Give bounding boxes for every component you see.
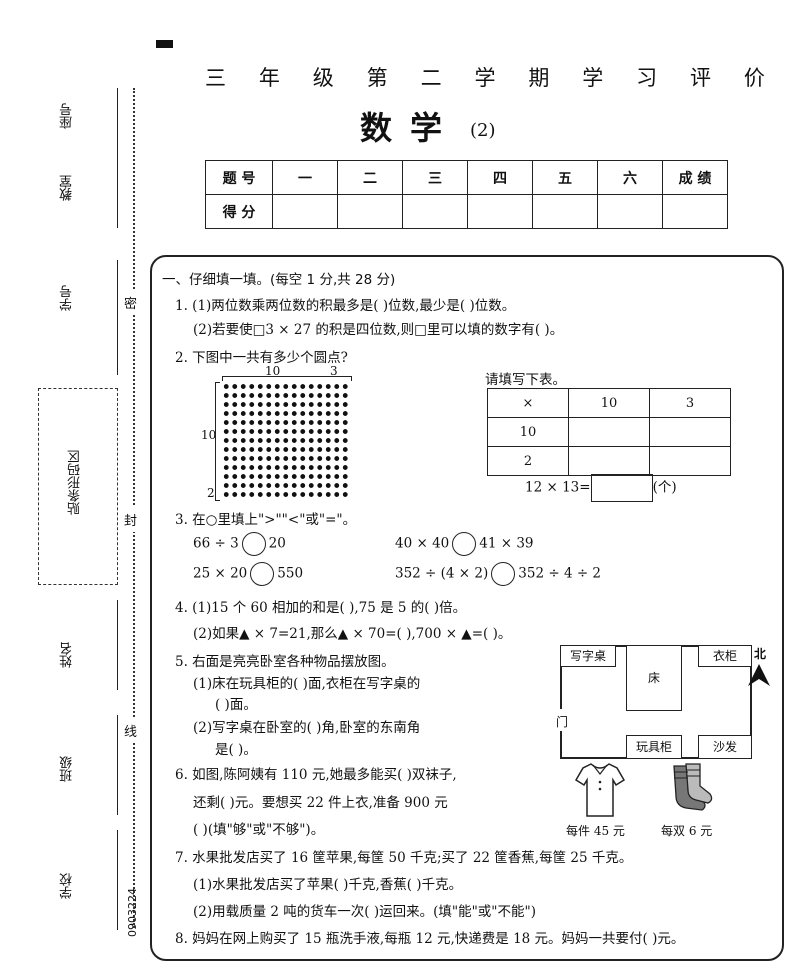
compare-4: 352 ÷ (4 × 2)352 ÷ 4 ÷ 2 <box>395 562 601 586</box>
compare-circle[interactable] <box>241 532 266 556</box>
grid-left-bracket <box>215 382 220 501</box>
north-label: 北 <box>754 647 767 661</box>
sock-price: 每双 6 元 <box>661 824 713 838</box>
q7a: (1)水果批发店买了苹果( )千克,香蕉( )千克。 <box>193 877 463 893</box>
q8: 8. 妈妈在网上购买了 15 瓶洗手液,每瓶 12 元,快递费是 18 元。妈妈… <box>175 931 685 947</box>
question-frame <box>150 255 784 961</box>
seal-feng: 封 <box>124 507 138 532</box>
door-label: 门 <box>556 715 569 729</box>
bed: 床 <box>626 645 682 711</box>
seal-mi: 密 <box>124 290 138 315</box>
compare-circle[interactable] <box>250 562 275 586</box>
q1b: (2)若要使□3 × 27 的积是四位数,则□里可以填的数字有( )。 <box>193 322 564 338</box>
door-gap <box>558 709 564 731</box>
exam-title: 三年级第二学期学习评价 <box>205 66 765 90</box>
grid-left-2: 2 <box>207 486 215 500</box>
table-prompt: 请填写下表。 <box>485 372 566 388</box>
shirt-icon <box>575 763 625 817</box>
seat-label: 座号 <box>60 103 75 129</box>
registration-mark <box>156 40 173 48</box>
fill-line <box>117 715 118 815</box>
answer-box[interactable] <box>590 474 653 502</box>
fill-line <box>117 830 118 930</box>
fill-line <box>117 88 118 228</box>
q2: 2. 下图中一共有多少个圆点? <box>175 350 348 366</box>
q7: 7. 水果批发店买了 16 筐苹果,每筐 50 千克;买了 22 筐香蕉,每筐 … <box>175 850 633 866</box>
barcode-area <box>38 388 118 585</box>
school-label: 学校 <box>60 873 75 899</box>
student-id-label: 学号 <box>60 285 75 311</box>
name-label: 姓名 <box>60 642 75 668</box>
q5a-line1: (1)床在玩具柜的( )面,衣柜在写字桌的 <box>193 676 421 692</box>
shirt-price: 每件 45 元 <box>566 824 625 838</box>
class-label: 班级 <box>60 756 75 782</box>
wardrobe: 衣柜 <box>698 645 752 667</box>
seal-xian: 线 <box>124 718 138 743</box>
q3: 3. 在○里填上">""<"或"="。 <box>175 512 357 528</box>
dot-grid <box>222 382 350 499</box>
grid-top-bracket <box>222 376 352 381</box>
q6a: 6. 如图,陈阿姨有 110 元,她最多能买( )双袜子, <box>175 767 457 783</box>
q5a-line2: ( )面。 <box>215 697 257 713</box>
fill-line <box>117 600 118 690</box>
score-table: 题 号一二三四五六成 绩 得 分 <box>205 160 728 229</box>
desk: 写字桌 <box>560 645 616 667</box>
section-heading: 一、仔细填一填。(每空 1 分,共 28 分) <box>162 272 396 288</box>
q6c: ( )(填"够"或"不够")。 <box>193 822 325 838</box>
q1a: 1. (1)两位数乘两位数的积最多是( )位数,最少是( )位数。 <box>175 298 516 314</box>
sofa: 沙发 <box>698 735 752 759</box>
fill-line <box>117 260 118 375</box>
q7b: (2)用载质量 2 吨的货车一次( )运回来。(填"能"或"不能") <box>193 904 536 920</box>
bedroom-diagram: 写字桌 床 衣柜 玩具柜 沙发 门 <box>556 645 752 759</box>
socks-icon <box>673 763 713 811</box>
compare-circle[interactable] <box>491 562 516 586</box>
grid-top-3: 3 <box>330 364 338 378</box>
q4b: (2)如果▲ × 7=21,那么▲ × 70=( ),700 × ▲=( )。 <box>193 626 512 642</box>
grid-left-10: 10 <box>201 428 217 442</box>
toy-cabinet: 玩具柜 <box>626 735 682 759</box>
grid-top-10: 10 <box>265 364 281 378</box>
classroom-label: 教室 <box>60 175 75 201</box>
subject-title: 数学(2) <box>360 109 496 147</box>
barcode-label: 贴条形码区 <box>68 450 83 515</box>
north-arrow-icon <box>748 664 770 686</box>
compare-circle[interactable] <box>452 532 477 556</box>
product-equation: 12 × 13=(个) <box>525 474 677 502</box>
q6b: 还剩( )元。要想买 22 件上衣,准备 900 元 <box>193 795 448 811</box>
q5: 5. 右面是亮亮卧室各种物品摆放图。 <box>175 654 395 670</box>
q4a: 4. (1)15 个 60 相加的和是( ),75 是 5 的( )倍。 <box>175 600 467 616</box>
q5b-line2: 是( )。 <box>215 742 257 758</box>
q5b-line1: (2)写字桌在卧室的( )角,卧室的东南角 <box>193 720 421 736</box>
